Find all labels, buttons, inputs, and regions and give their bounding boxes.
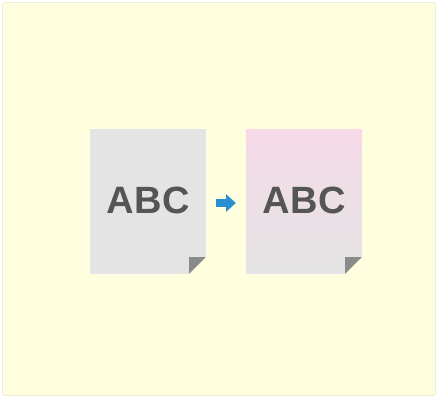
page-shape [246, 129, 362, 274]
folded-corner-icon [345, 257, 362, 274]
adjusted-page: ABC [246, 129, 362, 274]
arrow-right-icon [216, 194, 236, 212]
page-shape [90, 129, 206, 274]
page-text: ABC [262, 180, 346, 222]
folded-corner-icon [189, 257, 206, 274]
page-text: ABC [106, 180, 190, 222]
original-page: ABC [90, 129, 206, 274]
